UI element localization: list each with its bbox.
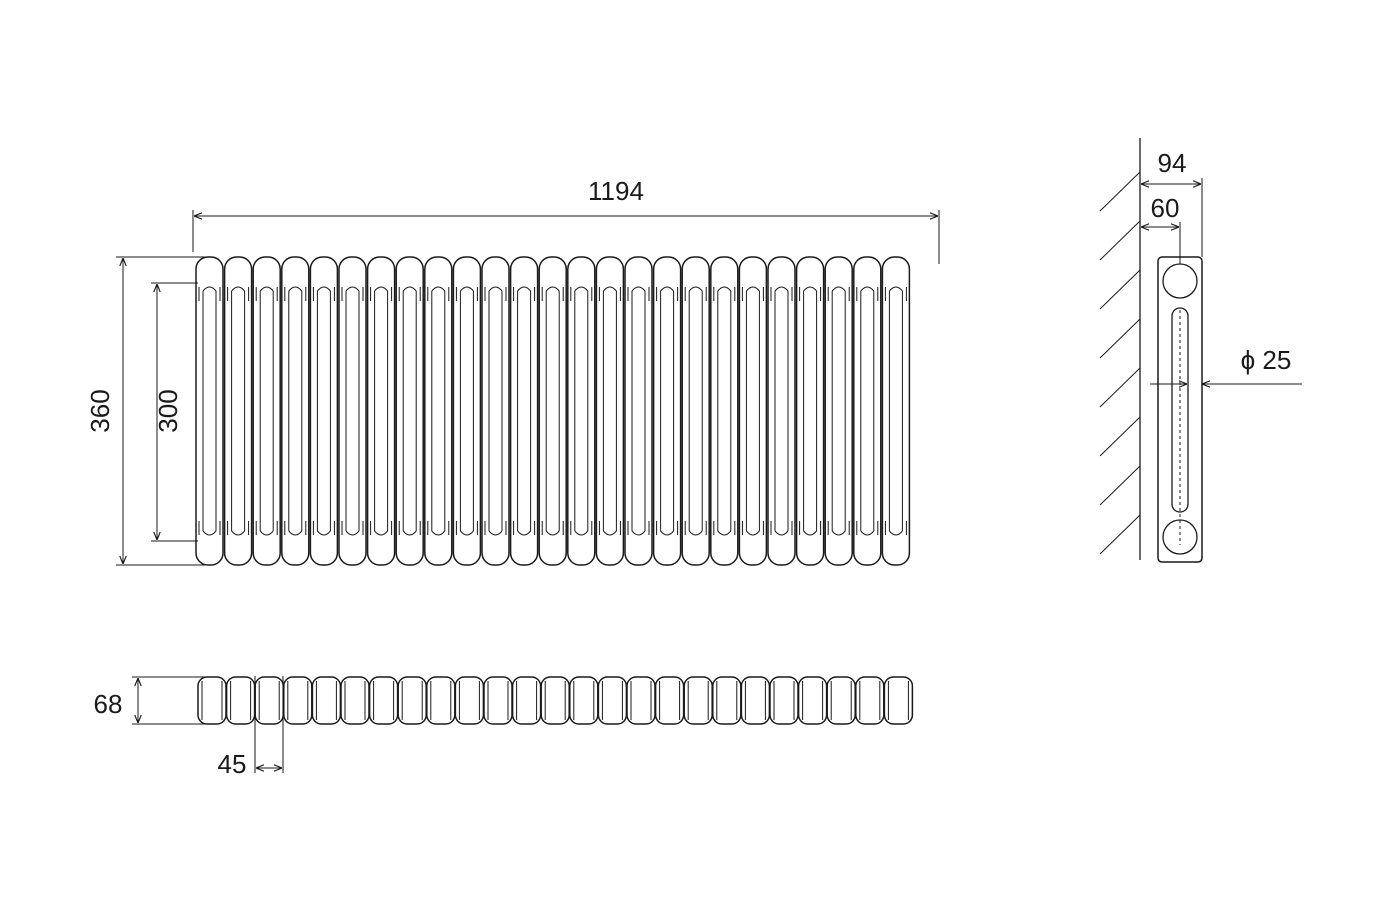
front-section	[738, 256, 768, 566]
top-section	[540, 676, 570, 725]
front-section	[595, 256, 625, 566]
front-section	[338, 256, 367, 566]
depth-dimension: 68	[94, 676, 208, 725]
front-section	[509, 256, 539, 566]
wall-to-pipe-dimension: 60	[1141, 193, 1181, 264]
width-dimension-label: 1194	[588, 176, 644, 206]
top-section	[397, 676, 427, 725]
front-section	[824, 256, 853, 566]
top-section	[597, 676, 628, 725]
top-section	[712, 676, 742, 725]
front-section	[309, 256, 339, 566]
front-section	[366, 256, 396, 566]
top-section	[511, 676, 542, 725]
front-section	[252, 256, 281, 566]
front-section	[452, 256, 482, 566]
wall-hatching	[1099, 171, 1141, 555]
top-section	[569, 676, 599, 725]
top-section	[797, 676, 828, 725]
wall-to-front-dimension: 94	[1141, 148, 1203, 257]
top-section	[654, 676, 685, 725]
top-section	[883, 676, 914, 725]
wall-to-front-label: 94	[1158, 148, 1187, 178]
wall	[1099, 138, 1141, 560]
front-section	[567, 256, 596, 566]
pipe-diameter-dimension: ϕ 25	[1150, 345, 1302, 384]
top-section	[283, 676, 313, 725]
inner-tube	[1171, 307, 1189, 513]
side-radiator-body	[1157, 256, 1203, 563]
pitch-dimension: 45	[218, 676, 284, 779]
top-sections	[197, 676, 914, 725]
front-section	[395, 256, 424, 566]
depth-dimension-label: 68	[94, 689, 123, 719]
front-section	[223, 256, 253, 566]
front-section	[652, 256, 682, 566]
front-section	[681, 256, 710, 566]
front-section	[881, 256, 911, 566]
top-view: 68 45	[94, 676, 914, 779]
front-section	[767, 256, 796, 566]
front-section	[281, 256, 310, 566]
height-dimension-label: 360	[85, 389, 115, 432]
top-section	[826, 676, 856, 725]
top-section	[483, 676, 513, 725]
top-section	[368, 676, 399, 725]
pipe-diameter-label: ϕ 25	[1241, 345, 1292, 375]
top-section	[197, 676, 227, 725]
top-section	[426, 676, 456, 725]
pitch-dimension-label: 45	[218, 749, 247, 779]
front-section	[624, 256, 653, 566]
height-dimension: 360	[85, 256, 205, 566]
top-section	[855, 676, 885, 725]
top-section	[340, 676, 370, 725]
top-section	[740, 676, 771, 725]
width-dimension: 1194	[192, 176, 940, 264]
front-section	[795, 256, 825, 566]
front-section	[710, 256, 739, 566]
top-section	[225, 676, 256, 725]
top-section	[626, 676, 656, 725]
top-section	[454, 676, 485, 725]
pipe-centres-dimension: 300	[151, 282, 198, 542]
front-section	[538, 256, 567, 566]
front-view: 1194 360 300	[85, 176, 940, 566]
wall-to-pipe-label: 60	[1151, 193, 1180, 223]
front-section	[424, 256, 453, 566]
front-section	[195, 256, 224, 566]
top-section	[769, 676, 799, 725]
front-section	[481, 256, 510, 566]
top-section	[311, 676, 342, 725]
pipe-centres-dimension-label: 300	[153, 389, 183, 432]
front-sections	[195, 256, 911, 566]
side-view: 94 60 ϕ 25	[1099, 138, 1302, 563]
top-section	[683, 676, 713, 725]
front-section	[853, 256, 882, 566]
top-section	[254, 676, 284, 725]
